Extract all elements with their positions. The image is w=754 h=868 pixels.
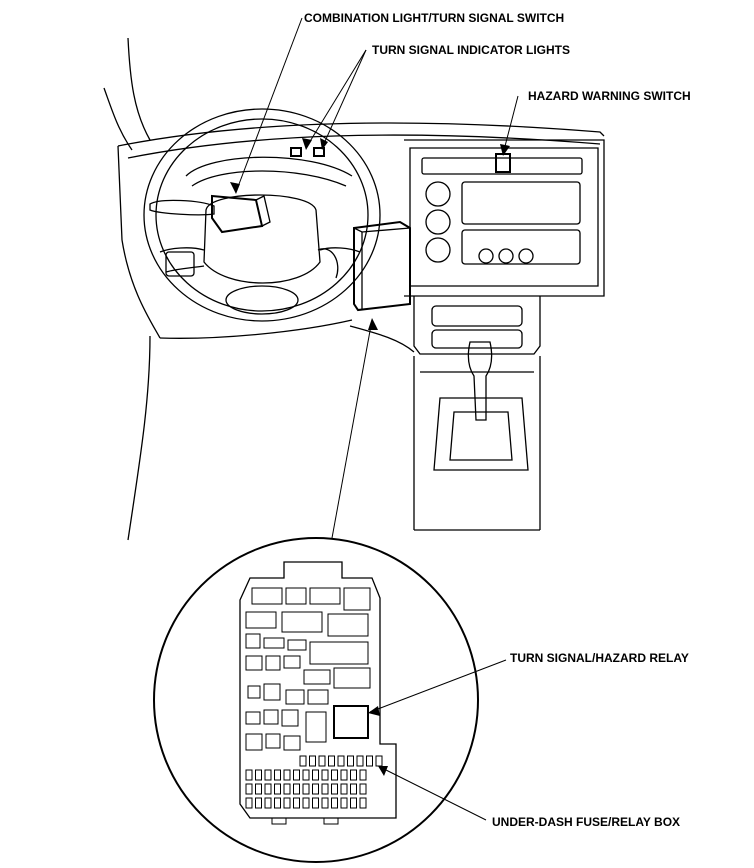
- fuse-slot: [340, 769, 348, 781]
- fuse-slot: [312, 783, 319, 795]
- fuse-slot: [264, 783, 272, 795]
- fuse-slot: [299, 755, 307, 767]
- inset-magnifier: [153, 537, 479, 863]
- label-hazard-switch: HAZARD WARNING SWITCH: [528, 89, 691, 103]
- fuse-slot: [283, 797, 291, 809]
- fuse-slot: [331, 797, 338, 809]
- fuse-slot: [302, 769, 310, 781]
- fuse-slot: [283, 783, 291, 795]
- fuse-slot: [302, 783, 310, 795]
- fuse-slot: [321, 783, 329, 795]
- label-indicator-lights: TURN SIGNAL INDICATOR LIGHTS: [372, 43, 570, 57]
- fuse-slot: [340, 783, 348, 795]
- label-fuse-box: UNDER-DASH FUSE/RELAY BOX: [492, 815, 680, 829]
- fuse-slot: [293, 769, 300, 781]
- fuse-slot: [283, 769, 291, 781]
- fuse-slot: [293, 783, 300, 795]
- leader-arrowheads: [230, 138, 510, 776]
- fuse-slot: [331, 783, 338, 795]
- fuse-slot: [274, 783, 281, 795]
- fuse-slot: [245, 783, 253, 795]
- fuse-slot: [321, 769, 329, 781]
- fuse-slot: [245, 769, 253, 781]
- fuse-slot: [359, 783, 367, 795]
- fuse-slot: [245, 797, 253, 809]
- fuse-slot: [255, 797, 262, 809]
- fuse-slot: [309, 755, 316, 767]
- fuse-slot: [359, 797, 367, 809]
- fuse-slot: [366, 755, 373, 767]
- fuse-slot: [331, 769, 338, 781]
- leader-lines: [235, 17, 519, 821]
- dashboard-outline: [103, 37, 605, 541]
- fuse-slot: [359, 769, 367, 781]
- fuse-slot: [312, 797, 319, 809]
- steering-wheel: [143, 108, 411, 322]
- fuse-slot: [328, 755, 335, 767]
- fuse-slot: [318, 755, 326, 767]
- fuse-slot: [350, 783, 357, 795]
- fuse-slot: [274, 769, 281, 781]
- fuse-grid: [245, 755, 383, 809]
- fuse-slot: [293, 797, 300, 809]
- fuse-slot: [340, 797, 348, 809]
- fuse-slot: [312, 769, 319, 781]
- fuse-slot: [347, 755, 354, 767]
- fuse-slot: [264, 769, 272, 781]
- fuse-slot: [350, 769, 357, 781]
- fuse-slot: [375, 755, 383, 767]
- fuse-slot: [264, 797, 272, 809]
- fuse-slot: [255, 783, 262, 795]
- fuse-slot: [302, 797, 310, 809]
- label-relay: TURN SIGNAL/HAZARD RELAY: [510, 651, 689, 665]
- fuse-slot: [321, 797, 329, 809]
- fuse-slot: [350, 797, 357, 809]
- label-combination-switch: COMBINATION LIGHT/TURN SIGNAL SWITCH: [304, 11, 564, 25]
- fuse-relay-box: [239, 561, 397, 825]
- fuse-slot: [255, 769, 262, 781]
- fuse-slot: [337, 755, 345, 767]
- fuse-slot: [356, 755, 364, 767]
- fuse-slot: [274, 797, 281, 809]
